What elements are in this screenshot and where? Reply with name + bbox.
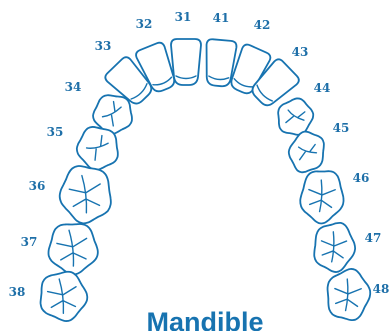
tooth-label-47: 47 — [365, 231, 382, 245]
tooth-label-45: 45 — [333, 121, 350, 135]
tooth-label-43: 43 — [292, 45, 309, 59]
tooth-37 — [46, 222, 100, 277]
tooth-31 — [171, 39, 201, 85]
tooth-label-36: 36 — [29, 179, 46, 193]
tooth-label-37: 37 — [21, 235, 38, 249]
tooth-36-outline — [57, 163, 112, 225]
tooth-label-35: 35 — [47, 125, 64, 139]
tooth-48 — [325, 267, 372, 322]
tooth-45-outline — [284, 128, 328, 176]
tooth-label-34: 34 — [65, 80, 82, 94]
tooth-label-44: 44 — [314, 81, 331, 95]
tooth-38-outline — [38, 270, 89, 323]
tooth-47 — [313, 221, 357, 274]
tooth-47-outline — [313, 221, 357, 274]
tooth-36 — [57, 163, 112, 225]
tooth-46 — [298, 169, 346, 225]
tooth-label-46: 46 — [353, 171, 370, 185]
tooth-45 — [284, 128, 328, 176]
tooth-label-42: 42 — [254, 18, 271, 32]
tooth-label-31: 31 — [175, 10, 192, 24]
tooth-label-38: 38 — [9, 285, 26, 299]
tooth-label-41: 41 — [213, 11, 230, 25]
tooth-label-33: 33 — [95, 39, 112, 53]
tooth-label-32: 32 — [136, 17, 153, 31]
tooth-38 — [38, 270, 89, 323]
chart-title: Mandible — [146, 307, 263, 331]
tooth-label-48: 48 — [373, 282, 390, 296]
